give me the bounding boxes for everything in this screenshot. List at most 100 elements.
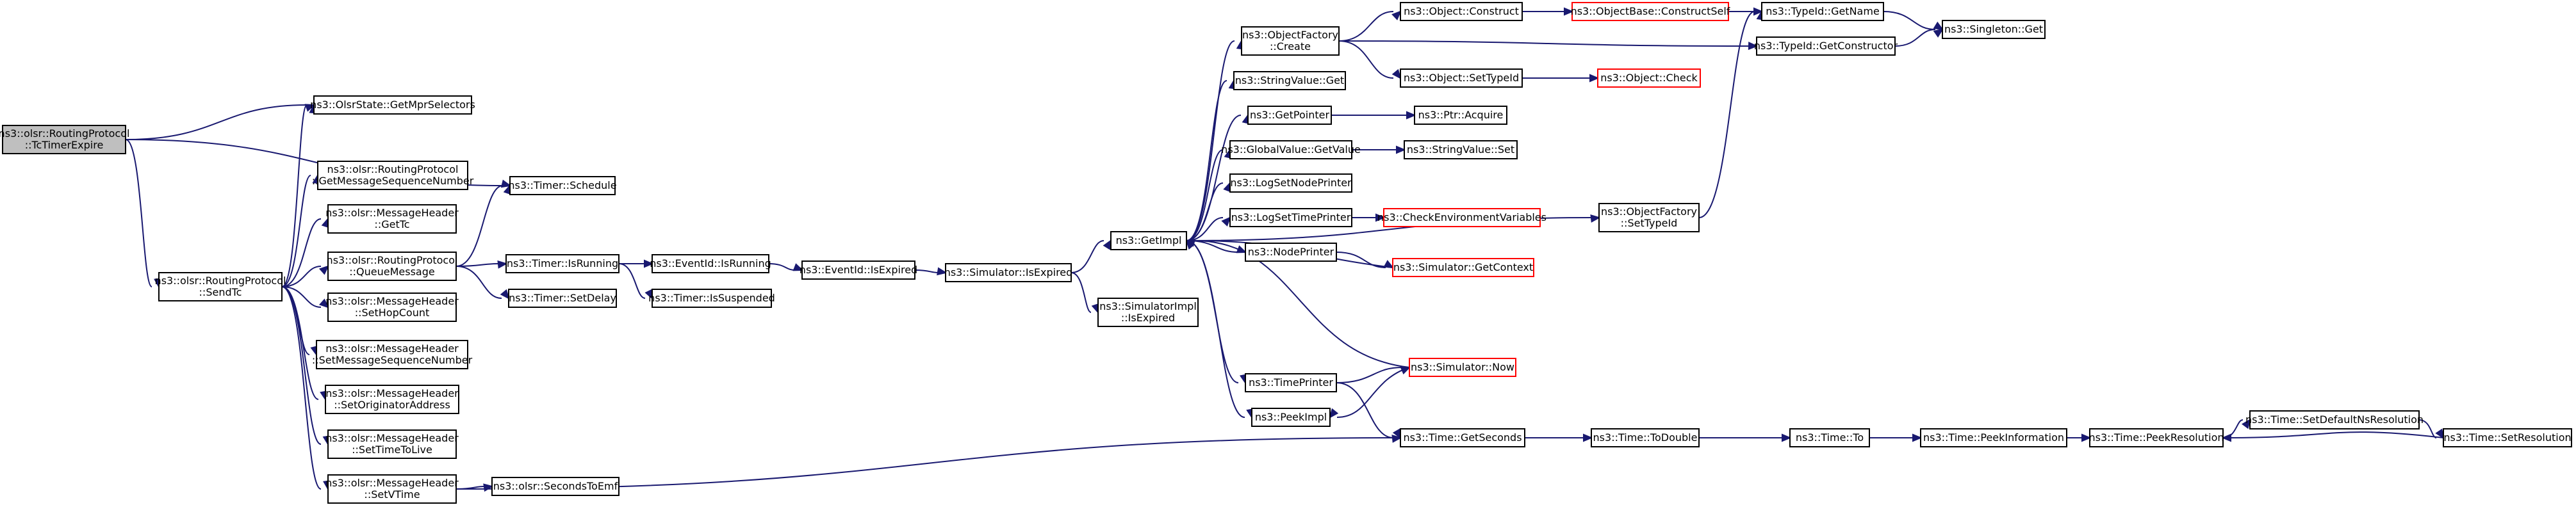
node-time-set-resolution[interactable]: ns3::Time::SetResolution [2443, 428, 2572, 447]
node-label: ns3::Time::SetResolution [2443, 431, 2571, 444]
node-objfactory-set-typeid[interactable]: ns3::ObjectFactory::SetTypeId [1598, 203, 1700, 232]
node-box [1571, 2, 1729, 21]
node-set-vtime[interactable]: ns3::olsr::MessageHeader::SetVTime [325, 474, 459, 504]
node-label: ns3::PeekImpl [1255, 411, 1327, 423]
edge-arrowhead [500, 179, 512, 188]
node-label: ns3::olsr::MessageHeader [325, 387, 459, 399]
node-typeid-get-name[interactable]: ns3::TypeId::GetName [1761, 2, 1884, 21]
node-typeid-get-constructor[interactable]: ns3::TypeId::GetConstructor [1754, 36, 1898, 56]
node-timer-set-delay[interactable]: ns3::Timer::SetDelay [508, 289, 617, 308]
node-check-env-vars[interactable]: ns3::CheckEnvironmentVariables [1377, 208, 1546, 227]
edge-line [1186, 240, 1245, 418]
edge-arrowhead [2221, 433, 2231, 442]
edge-arrowhead [1590, 214, 1601, 223]
edge-line [1698, 11, 1755, 218]
node-get-impl[interactable]: ns3::GetImpl [1110, 231, 1187, 250]
edge-set-vtime-to-seconds-to-emf [455, 483, 494, 492]
node-timer-schedule[interactable]: ns3::Timer::Schedule [508, 176, 617, 195]
node-objbase-construct-self[interactable]: ns3::ObjectBase::ConstructSelf [1571, 2, 1730, 21]
node-box [1229, 208, 1352, 227]
edge-line [1186, 80, 1227, 241]
edge-line [1338, 40, 1394, 79]
node-label: ns3::Simulator::IsExpired [944, 266, 1073, 278]
node-sim-is-expired[interactable]: ns3::Simulator::IsExpired [944, 263, 1073, 282]
node-label: ::GetMessageSequenceNumber [312, 175, 474, 187]
edge-send-tc-to-get-msg-seq-num [281, 173, 321, 287]
node-set-msg-seq-num[interactable]: ns3::olsr::MessageHeader::SetMessageSequ… [312, 340, 473, 369]
node-label: ns3::OlsrState::GetMprSelectors [310, 99, 475, 111]
node-object-set-typeid[interactable]: ns3::Object::SetTypeId [1400, 68, 1523, 88]
node-time-to-double[interactable]: ns3::Time::ToDouble [1591, 428, 1700, 447]
node-time-get-seconds[interactable]: ns3::Time::GetSeconds [1400, 428, 1525, 447]
node-log-set-time-printer[interactable]: ns3::LogSetTimePrinter [1229, 208, 1352, 227]
node-get-tc[interactable]: ns3::olsr::MessageHeader::GetTc [325, 204, 459, 234]
node-set-hop-count[interactable]: ns3::olsr::MessageHeader::SetHopCount [325, 293, 459, 322]
node-get-pointer[interactable]: ns3::GetPointer [1247, 106, 1332, 125]
edge-line [1071, 272, 1092, 313]
node-sim-get-context[interactable]: ns3::Simulator::GetContext [1392, 258, 1534, 277]
node-box [327, 474, 457, 504]
node-node-printer[interactable]: ns3::NodePrinter [1245, 243, 1337, 262]
node-label: ::SetTypeId [1621, 217, 1678, 229]
node-label: ::SendTc [199, 286, 242, 298]
node-objfactory-create[interactable]: ns3::ObjectFactory::Create [1241, 26, 1340, 56]
edge-line [1336, 382, 1394, 438]
node-get-msg-seq-num[interactable]: ns3::olsr::RoutingProtocol::GetMessageSe… [312, 161, 474, 190]
node-send-tc[interactable]: ns3::olsr::RoutingProtocol::SendTc [155, 272, 286, 301]
node-set-ttl[interactable]: ns3::olsr::MessageHeader::SetTimeToLive [325, 429, 459, 459]
node-box [1942, 20, 2046, 39]
node-label: ns3::Ptr::Acquire [1418, 109, 1504, 121]
node-timer-is-suspended[interactable]: ns3::Timer::IsSuspended [648, 289, 775, 308]
edge-arrowhead [1933, 21, 1944, 31]
node-box [1756, 36, 1896, 56]
node-globalvalue-getvalue[interactable]: ns3::GlobalValue::GetValue [1221, 140, 1361, 159]
node-label: ns3::olsr::RoutingProtocol [155, 275, 286, 287]
node-seconds-to-emf[interactable]: ns3::olsr::SecondsToEmf [491, 477, 619, 496]
edge-line [455, 185, 504, 267]
node-queue-message[interactable]: ns3::olsr::RoutingProtocol::QueueMessage [327, 252, 458, 281]
node-time-peek-resolution[interactable]: ns3::Time::PeekResolution [2088, 428, 2224, 447]
node-ptr-acquire[interactable]: ns3::Ptr::Acquire [1414, 106, 1507, 125]
edge-timer-is-running-to-eventid-is-running [619, 259, 654, 268]
node-simimpl-is-expired[interactable]: ns3::SimulatorImpl::IsExpired [1097, 298, 1199, 327]
edge-line [281, 175, 311, 287]
node-box [1247, 106, 1332, 125]
node-label: ns3::NodePrinter [1248, 246, 1334, 258]
node-tc-timer-expire[interactable]: ns3::olsr::RoutingProtocol::TcTimerExpir… [0, 125, 129, 154]
edge-line [281, 286, 322, 308]
node-label: ns3::olsr::MessageHeader [325, 342, 459, 355]
node-box [327, 429, 457, 459]
node-timer-is-running[interactable]: ns3::Timer::IsRunning [505, 254, 619, 273]
node-set-originator[interactable]: ns3::olsr::MessageHeader::SetOriginatorA… [325, 385, 459, 414]
node-eventid-is-running[interactable]: ns3::EventId::IsRunning [650, 254, 771, 273]
node-time-peek-information[interactable]: ns3::Time::PeekInformation [1920, 428, 2067, 447]
edge-eventid-is-expired-to-sim-is-expired [914, 267, 948, 276]
node-stringvalue-get[interactable]: ns3::StringValue::Get [1233, 71, 1346, 90]
node-peek-impl[interactable]: ns3::PeekImpl [1251, 408, 1331, 427]
node-sim-now[interactable]: ns3::Simulator::Now [1409, 358, 1516, 377]
node-box [1409, 358, 1516, 377]
edge-arrowhead [2435, 428, 2445, 440]
node-box [1400, 428, 1525, 447]
node-eventid-is-expired[interactable]: ns3::EventId::IsExpired [800, 261, 917, 280]
node-label: ns3::olsr::RoutingProtocol [327, 254, 458, 266]
node-time-printer[interactable]: ns3::TimePrinter [1245, 373, 1337, 392]
node-label: ns3::olsr::MessageHeader [325, 477, 459, 489]
node-log-set-node-printer[interactable]: ns3::LogSetNodePrinter [1229, 173, 1352, 193]
node-time-to[interactable]: ns3::Time::To [1789, 428, 1870, 447]
node-label: ns3::ObjectBase::ConstructSelf [1571, 5, 1730, 17]
node-label: ns3::CheckEnvironmentVariables [1377, 211, 1546, 223]
node-singleton-get[interactable]: ns3::Singleton::Get [1942, 20, 2046, 39]
edge-time-printer-to-sim-now [1336, 366, 1411, 383]
node-box [316, 340, 468, 369]
node-label: ns3::EventId::IsRunning [650, 257, 771, 269]
node-stringvalue-set[interactable]: ns3::StringValue::Set [1404, 140, 1518, 159]
node-box [325, 385, 459, 414]
node-get-mpr-selectors[interactable]: ns3::OlsrState::GetMprSelectors [310, 95, 475, 115]
node-box [1404, 140, 1518, 159]
node-object-construct[interactable]: ns3::Object::Construct [1400, 2, 1523, 21]
node-label: ns3::Timer::IsSuspended [648, 292, 775, 304]
node-time-set-default-ns-resolution[interactable]: ns3::Time::SetDefaultNsResolution [2245, 410, 2424, 429]
node-object-check[interactable]: ns3::Object::Check [1597, 68, 1701, 88]
